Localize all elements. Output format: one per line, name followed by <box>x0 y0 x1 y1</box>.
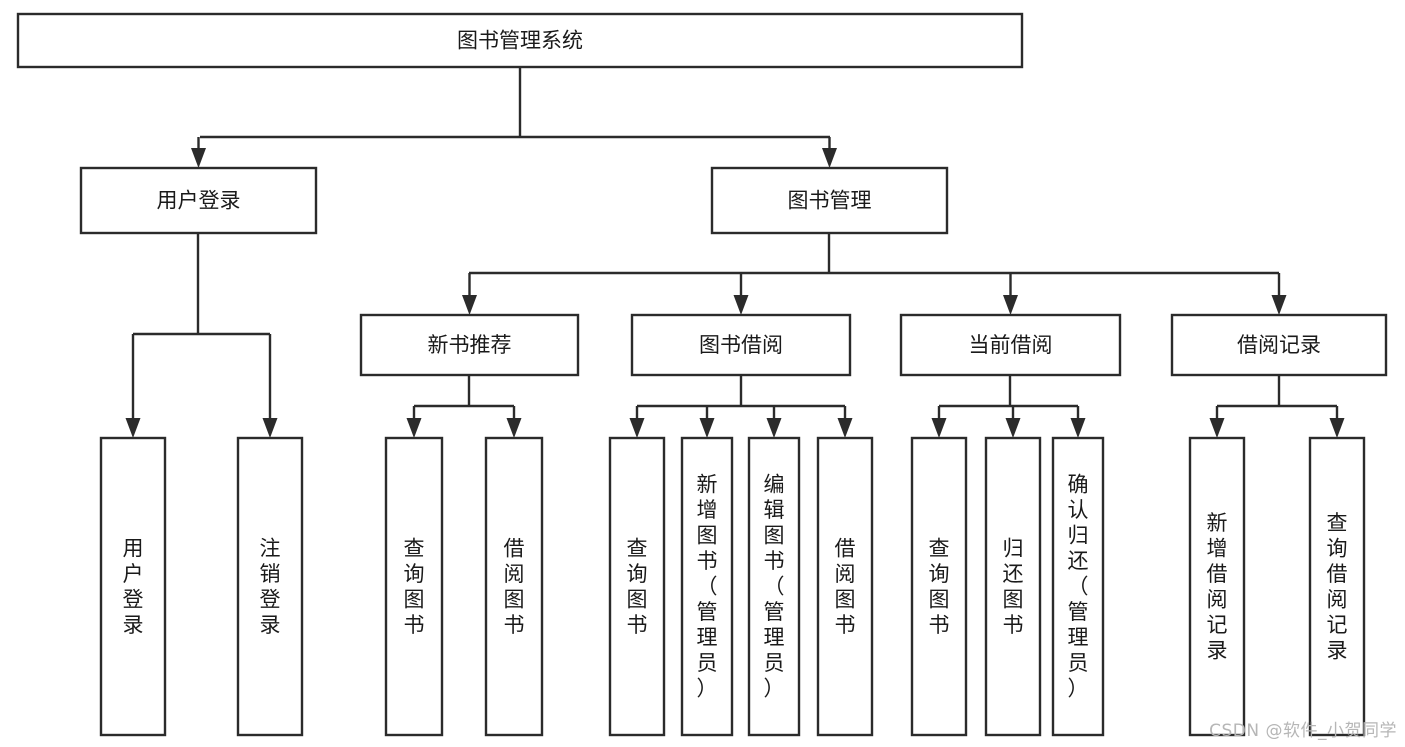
node-label: 编辑图书（管理员） <box>764 473 785 701</box>
edge-book-manage-to-current-borrow <box>1003 273 1018 315</box>
node-leaf-leaf-borrow-book[interactable]: 借阅图书 <box>816 436 874 737</box>
node-box[interactable] <box>910 436 968 737</box>
node-l3-new-book-rec[interactable]: 新书推荐 <box>359 313 580 377</box>
edge-book-borrow-to-leaf-borrow-book <box>837 406 853 438</box>
edge-new-book-rec-to-leaf-query-book-rec <box>406 406 422 438</box>
node-l3-borrow-record[interactable]: 借阅记录 <box>1170 313 1388 377</box>
edge-book-borrow-to-leaf-query-book-borrow <box>629 406 645 438</box>
node-label: 注销登录 <box>260 536 281 637</box>
node-box[interactable] <box>99 436 167 737</box>
node-box[interactable] <box>359 313 580 377</box>
edge-new-book-rec-to-leaf-borrow-book-rec <box>506 406 522 438</box>
edge-book-borrow-to-leaf-edit-book <box>766 406 782 438</box>
node-label: 查询借阅记录 <box>1327 511 1348 663</box>
edge-book-manage-to-book-borrow <box>733 273 749 315</box>
connector-bus-book-manage <box>469 233 1279 275</box>
node-leaf-leaf-return-book[interactable]: 归还图书 <box>984 436 1042 737</box>
node-box[interactable] <box>236 436 304 737</box>
node-label: 查询图书 <box>404 536 425 637</box>
connector-bus-user-login <box>133 233 270 336</box>
node-box[interactable] <box>79 166 318 235</box>
node-label: 图书管理系统 <box>457 29 583 53</box>
node-label: 归还图书 <box>1003 536 1024 637</box>
edge-user-login-to-leaf-user-login <box>125 334 141 438</box>
node-box[interactable] <box>680 436 734 737</box>
node-leaf-leaf-add-book[interactable]: 新增图书（管理员） <box>680 436 734 737</box>
node-box[interactable] <box>1051 436 1105 737</box>
edge-borrow-record-to-leaf-add-borrow-record <box>1209 406 1225 438</box>
node-box[interactable] <box>984 436 1042 737</box>
node-l3-book-borrow[interactable]: 图书借阅 <box>630 313 852 377</box>
connector-bus-borrow-record <box>1217 375 1337 408</box>
node-box[interactable] <box>1308 436 1366 737</box>
node-box[interactable] <box>710 166 949 235</box>
node-leaf-leaf-query-book-rec[interactable]: 查询图书 <box>384 436 444 737</box>
node-label: 借阅图书 <box>504 536 525 637</box>
node-label: 新书推荐 <box>428 333 512 357</box>
node-label: 用户登录 <box>123 536 144 637</box>
node-box[interactable] <box>899 313 1122 377</box>
node-label: 借阅记录 <box>1237 333 1321 357</box>
node-box[interactable] <box>384 436 444 737</box>
node-label: 新增图书（管理员） <box>697 473 718 701</box>
edge-root-to-book-manage <box>822 137 837 168</box>
node-label: 图书借阅 <box>699 333 783 357</box>
node-leaf-leaf-query-book-borrow[interactable]: 查询图书 <box>608 436 666 737</box>
node-leaf-leaf-confirm-return[interactable]: 确认归还（管理员） <box>1051 436 1105 737</box>
edge-borrow-record-to-leaf-query-borrow-record <box>1329 406 1345 438</box>
node-box[interactable] <box>608 436 666 737</box>
node-box[interactable] <box>16 12 1024 69</box>
node-box[interactable] <box>1170 313 1388 377</box>
node-leaf-leaf-query-borrow-record[interactable]: 查询借阅记录 <box>1308 436 1366 737</box>
node-l2-user-login[interactable]: 用户登录 <box>79 166 318 235</box>
edge-book-manage-to-borrow-record <box>1271 273 1287 315</box>
edge-user-login-to-leaf-user-logout <box>262 334 278 438</box>
node-root-图书管理系统[interactable]: 图书管理系统 <box>16 12 1024 69</box>
node-leaf-leaf-borrow-book-rec[interactable]: 借阅图书 <box>484 436 544 737</box>
node-boxes-group: 图书管理系统用户登录图书管理新书推荐图书借阅当前借阅借阅记录用户登录注销登录查询… <box>16 12 1388 737</box>
connector-bus-current-borrow <box>939 375 1078 408</box>
node-box[interactable] <box>484 436 544 737</box>
node-label: 用户登录 <box>157 189 241 213</box>
node-leaf-leaf-query-book-cur[interactable]: 查询图书 <box>910 436 968 737</box>
node-leaf-leaf-add-borrow-record[interactable]: 新增借阅记录 <box>1188 436 1246 737</box>
node-label: 新增借阅记录 <box>1207 511 1228 663</box>
connector-bus-new-book-rec <box>414 375 514 408</box>
node-l2-book-manage[interactable]: 图书管理 <box>710 166 949 235</box>
node-leaf-leaf-user-login[interactable]: 用户登录 <box>99 436 167 737</box>
node-box[interactable] <box>630 313 852 377</box>
node-leaf-leaf-edit-book[interactable]: 编辑图书（管理员） <box>747 436 801 737</box>
connector-bus-book-borrow <box>637 375 845 408</box>
node-label: 借阅图书 <box>835 536 856 637</box>
node-label: 确认归还（管理员） <box>1068 473 1089 701</box>
node-label: 查询图书 <box>929 536 950 637</box>
edge-current-borrow-to-leaf-return-book <box>1005 406 1021 438</box>
edge-book-borrow-to-leaf-add-book <box>699 406 715 438</box>
node-l3-current-borrow[interactable]: 当前借阅 <box>899 313 1122 377</box>
edge-root-to-user-login <box>191 137 206 168</box>
node-box[interactable] <box>816 436 874 737</box>
node-label: 当前借阅 <box>969 333 1053 357</box>
node-leaf-leaf-user-logout[interactable]: 注销登录 <box>236 436 304 737</box>
node-label: 图书管理 <box>788 189 872 213</box>
connector-lines-group <box>125 67 1345 438</box>
node-label: 查询图书 <box>627 536 648 637</box>
node-box[interactable] <box>747 436 801 737</box>
edge-current-borrow-to-leaf-query-book-cur <box>931 406 947 438</box>
connector-bus-root <box>200 67 830 139</box>
edge-book-manage-to-new-book-rec <box>462 273 477 315</box>
node-box[interactable] <box>1188 436 1246 737</box>
edge-current-borrow-to-leaf-confirm-return <box>1070 406 1086 438</box>
